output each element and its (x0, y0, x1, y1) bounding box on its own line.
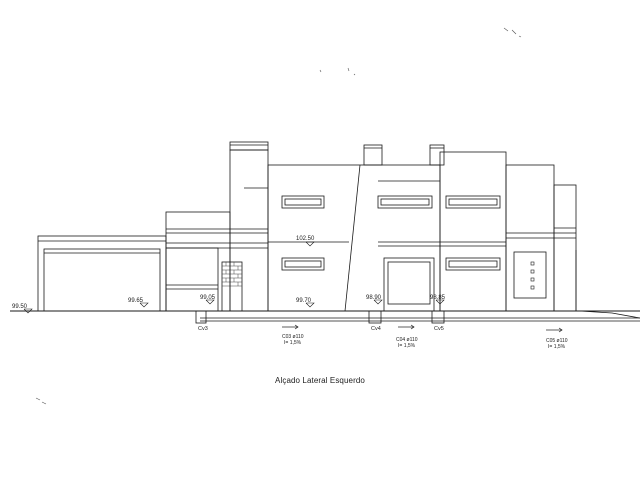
pipe-1-slope: I= 1,5% (284, 340, 302, 346)
pipe-2-name: C04 ø110 (396, 337, 418, 343)
level-markers (23, 241, 445, 314)
scan-specks (35, 27, 522, 405)
ground-line (10, 310, 640, 319)
box-label-cv5: Cv5 (434, 326, 444, 332)
pipe-3-slope: I= 1,5% (548, 344, 566, 350)
level-102-50: 102.50 (296, 236, 315, 242)
level-98-90: 98.90 (366, 295, 382, 301)
level-99-50: 99.50 (12, 304, 28, 310)
level-99-70: 99.70 (296, 298, 312, 304)
box-label-cv4: Cv4 (371, 326, 381, 332)
level-99-65: 99.65 (128, 298, 144, 304)
garage-block (37, 235, 167, 312)
pipe-3-name: C05 ø110 (546, 338, 568, 344)
entrance-block (165, 211, 268, 312)
drain-pipe-line (200, 317, 640, 322)
pipe-labels: C03 ø110 I= 1,5% C04 ø110 I= 1,5% C05 ø1… (282, 334, 568, 350)
main-volume (267, 144, 441, 312)
box-label-cv3: Cv3 (198, 326, 208, 332)
inspection-boxes (195, 310, 445, 324)
box-labels: Cv3 Cv4 Cv5 (198, 326, 444, 332)
pipe-2-slope: I= 1,5% (398, 343, 416, 349)
pipe-1-name: C03 ø110 (282, 334, 304, 340)
right-wing (505, 164, 577, 312)
right-tower (429, 144, 507, 312)
flow-arrows (282, 324, 563, 333)
drawing-caption: Alçado Lateral Esquerdo (275, 376, 365, 385)
brick-pillar (221, 261, 243, 312)
left-tower (229, 141, 269, 312)
level-99-05: 99.05 (200, 295, 216, 301)
level-labels: 99.50 99.65 99.05 102.50 99.70 98.90 98.… (12, 236, 446, 310)
level-98-85: 98.85 (430, 295, 446, 301)
